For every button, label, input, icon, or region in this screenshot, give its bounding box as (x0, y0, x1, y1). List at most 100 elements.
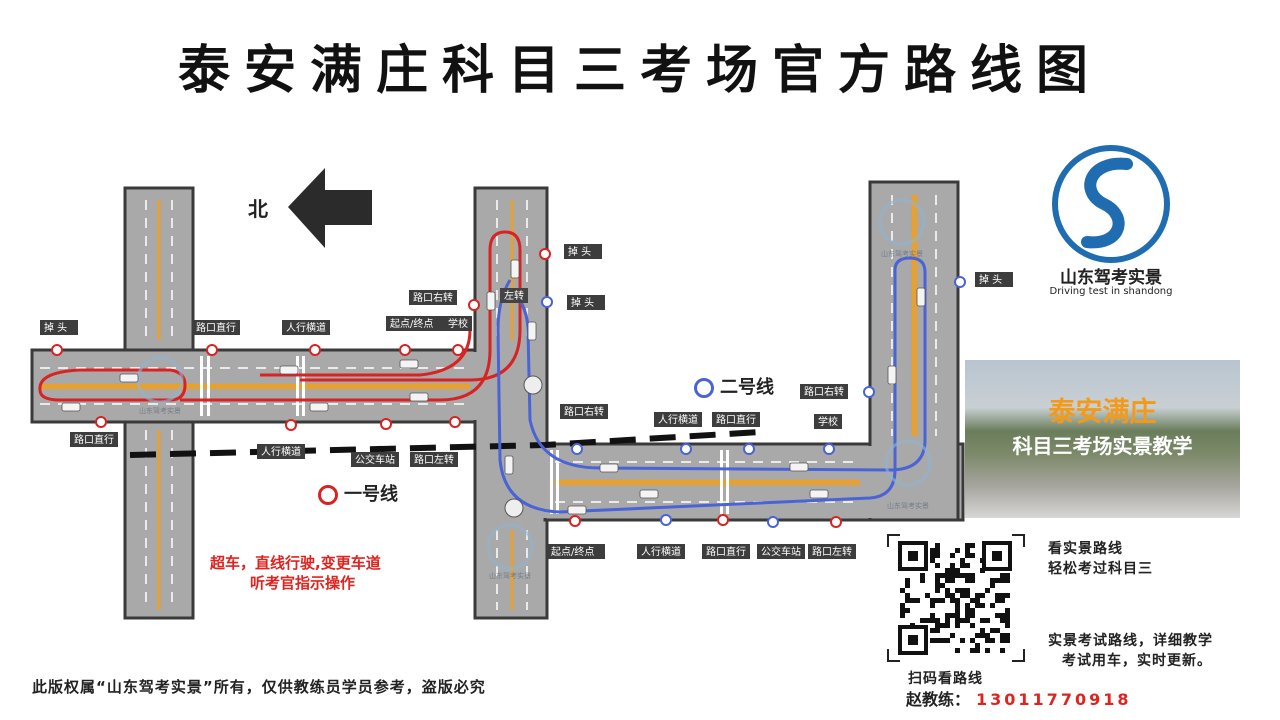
car-icon (510, 259, 520, 279)
label-box-straight_3 (702, 544, 750, 559)
label-uturn_mid: 掉 头 (568, 245, 591, 258)
marker-crosswalk_bottom (285, 419, 297, 431)
legend-line-2-label: 二号线 (720, 377, 774, 398)
marker-crosswalk_2 (680, 443, 692, 455)
car-icon (639, 489, 659, 499)
label-box-turn_straight_top (192, 320, 240, 335)
marker-school_2 (823, 443, 835, 455)
marker-left_turn_1 (449, 416, 461, 428)
label-box-left_turn_2 (808, 544, 856, 559)
car-icon (599, 463, 619, 473)
north-arrow-icon (288, 168, 372, 248)
legend-circle-blue-icon (694, 378, 714, 398)
label-school_2: 学校 (818, 415, 838, 428)
label-uturn_left: 掉 头 (44, 321, 67, 334)
label-straight_3: 路口直行 (706, 545, 746, 558)
car-icon (119, 373, 139, 383)
label-box-right_turn_3 (800, 384, 848, 399)
label-crosswalk_3: 人行横道 (641, 545, 681, 558)
label-box-left_turn_1 (410, 452, 458, 467)
qr-code-icon[interactable] (886, 533, 1026, 663)
marker-straight_3 (717, 514, 729, 526)
label-bus_stop_2: 公交车站 (761, 545, 801, 558)
label-box-uturn_left (40, 320, 78, 335)
label-box-left_turn_vert (500, 288, 528, 303)
car-icon (486, 291, 496, 311)
north-label: 北 (248, 197, 268, 221)
marker-straight_2 (743, 443, 755, 455)
label-left_turn_1: 路口左转 (414, 453, 454, 466)
marker-right_turn_3 (863, 386, 875, 398)
qr-side-line-2: 轻松考过科目三 (1048, 561, 1153, 577)
promo-photo[interactable]: 泰安满庄 科目三考场实景教学 (965, 360, 1240, 518)
label-box-right_turn_2 (560, 404, 608, 419)
marker-right_turn_1 (468, 299, 480, 311)
car-icon (61, 402, 81, 412)
label-school_1: 学校 (448, 317, 468, 330)
label-box-bus_stop_2 (757, 544, 805, 559)
copyright-notice: 此版权属“山东驾考实景”所有，仅供教练员学员参考，盗版必究 (32, 678, 486, 696)
label-box-straight_bottom_left (70, 432, 118, 447)
label-box-bus_stop_1 (351, 452, 399, 467)
label-right_turn_2: 路口右转 (564, 405, 604, 418)
marker-crosswalk_top (309, 344, 321, 356)
car-icon (399, 359, 419, 369)
legend-circle-red-icon (318, 485, 338, 505)
car-icon (789, 462, 809, 472)
page-title: 泰安满庄科目三考场官方路线图 (177, 41, 1102, 101)
watermark-text-4: 山东驾考实景 (881, 249, 923, 258)
label-box-uturn_right (975, 272, 1013, 287)
marker-start_end_1 (399, 344, 411, 356)
label-box-crosswalk_top (282, 320, 330, 335)
brand-english: Driving test in shandong (1049, 286, 1173, 297)
marker-right_turn_2 (571, 443, 583, 455)
label-crosswalk_2: 人行横道 (658, 413, 698, 426)
instruction-note: 超车，直线行驶,变更车道 听考官指示操作 (210, 553, 470, 593)
route-line-1b (260, 329, 472, 377)
marker-uturn_mid (539, 248, 551, 260)
car-icon (567, 505, 587, 515)
marker-turn_straight_top (206, 344, 218, 356)
promo-title: 泰安满庄 (1048, 397, 1157, 428)
marker-school_1 (452, 344, 464, 356)
label-uturn_mid2: 掉 头 (571, 296, 594, 309)
brand-logo-icon (1052, 145, 1170, 263)
marker-straight_bottom_left (95, 416, 107, 428)
legend-line-1-label: 一号线 (344, 484, 398, 505)
label-left_turn_vert: 左转 (504, 289, 524, 302)
label-crosswalk_top: 人行横道 (286, 321, 326, 334)
label-start_end_1: 起点/终点 (390, 317, 433, 330)
car-icon (309, 402, 329, 412)
car-icon (409, 392, 429, 402)
label-straight_2: 路口直行 (716, 413, 756, 426)
route-line-2 (496, 256, 927, 514)
qr-note-line-2: 考试用车，实时更新。 (1062, 653, 1212, 669)
instruction-line-2: 听考官指示操作 (250, 574, 356, 592)
label-box-straight_2 (712, 412, 760, 427)
label-box-crosswalk_2 (654, 412, 702, 427)
marker-bus_stop_1 (380, 418, 392, 430)
watermark-text-3: 山东驾考实景 (489, 571, 531, 580)
watermark-text-1: 山东驾考实景 (139, 406, 181, 415)
crosswalks (200, 356, 729, 514)
label-left_turn_2: 路口左转 (812, 545, 852, 558)
roundabout-markers (504, 375, 543, 518)
watermark-text-2: 山东驾考实景 (887, 501, 929, 510)
marker-start_end_2 (569, 515, 581, 527)
label-right_turn_3: 路口右转 (804, 385, 844, 398)
label-box-school_1 (444, 316, 472, 331)
qr-side-line-1: 看实景路线 (1048, 541, 1123, 557)
label-box-uturn_mid (564, 244, 602, 259)
coach-phone[interactable]: 13011770918 (976, 690, 1132, 709)
coach-contact: 赵教练：13011770918 (906, 686, 1131, 710)
label-turn_straight_top: 路口直行 (196, 321, 236, 334)
label-box-start_end_1 (386, 316, 444, 331)
promo-subtitle: 科目三考场实景教学 (1012, 434, 1193, 458)
car-icon (809, 489, 829, 499)
car-icon (916, 287, 926, 307)
label-box-crosswalk_3 (637, 544, 685, 559)
label-box-right_turn_1 (409, 290, 457, 305)
car-icon (527, 321, 537, 341)
brand-name: 山东驾考实景 (1060, 268, 1162, 288)
